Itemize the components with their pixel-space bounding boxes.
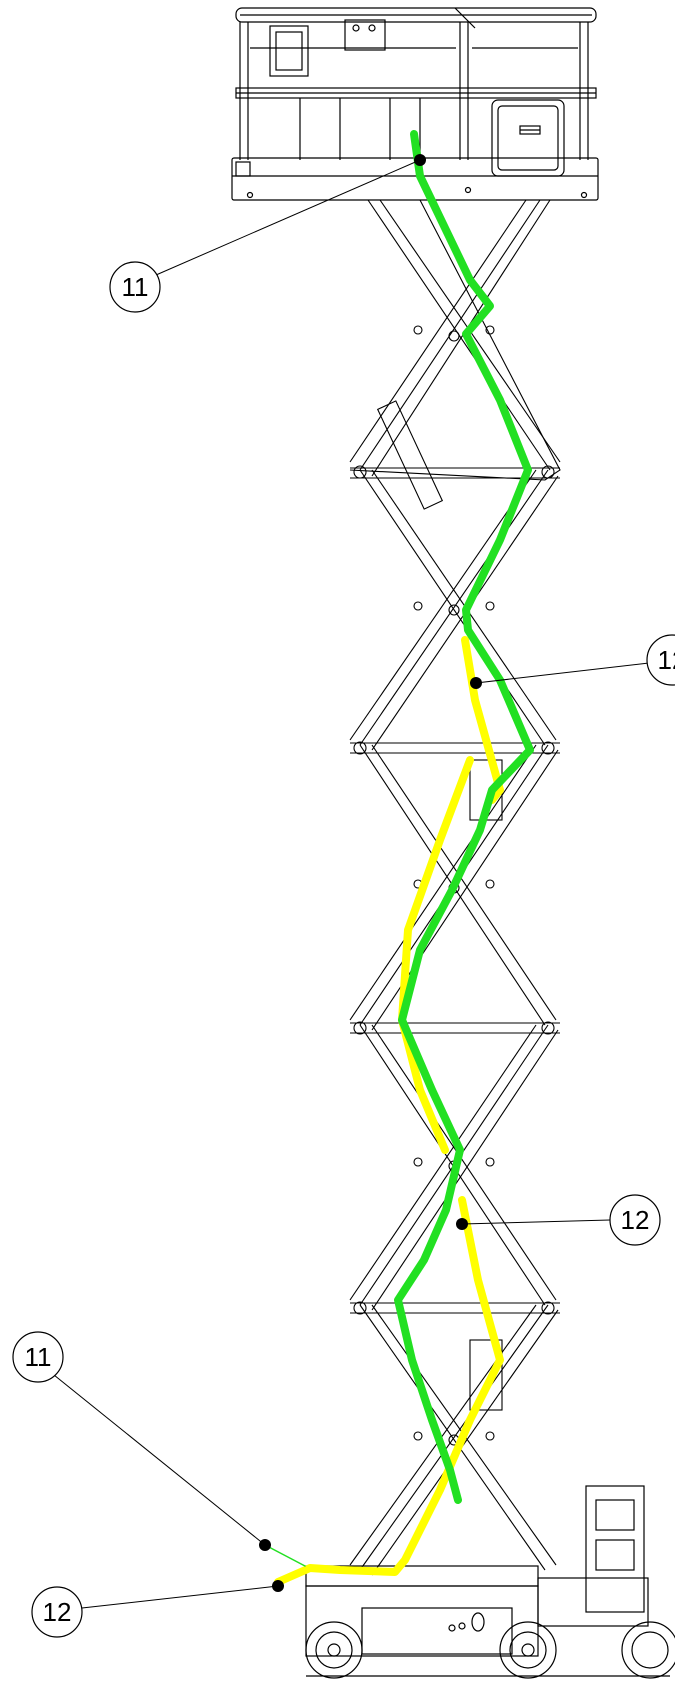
callout-label: 12 xyxy=(658,645,675,675)
callout-label: 11 xyxy=(25,1342,52,1372)
leader-dot xyxy=(470,677,482,689)
callout-label: 12 xyxy=(621,1205,650,1235)
cable-11-thin-end xyxy=(264,1544,306,1567)
callout-bubble xyxy=(609,1194,661,1246)
platform xyxy=(231,7,599,201)
callout-11-top: 11 xyxy=(109,154,426,313)
leader-dot xyxy=(259,1539,271,1551)
callout-label: 12 xyxy=(43,1597,72,1627)
callout-11-bottom: 11 xyxy=(12,1331,271,1551)
cable-12-upper-run xyxy=(461,636,504,804)
leader-dot xyxy=(456,1218,468,1230)
cable-12-yellow xyxy=(274,636,504,1586)
callouts: 11 12 12 11 12 xyxy=(12,154,675,1638)
callout-bubble xyxy=(109,261,161,313)
callout-12-middle: 12 xyxy=(456,1194,661,1246)
scissor-arms xyxy=(349,199,561,1576)
cable-12-lower-run xyxy=(274,1196,504,1586)
cable-11-green xyxy=(264,130,534,1567)
callout-12-upper: 12 xyxy=(470,634,675,689)
callout-bubble xyxy=(31,1586,83,1638)
callout-12-bottom: 12 xyxy=(31,1580,284,1638)
leader-dot xyxy=(272,1580,284,1592)
leader-dot xyxy=(414,154,426,166)
cable-11-main-run xyxy=(394,130,534,1504)
callout-bubble xyxy=(12,1331,64,1383)
callout-bubble xyxy=(646,634,675,686)
chassis xyxy=(305,1485,675,1679)
callout-label: 11 xyxy=(122,272,149,302)
